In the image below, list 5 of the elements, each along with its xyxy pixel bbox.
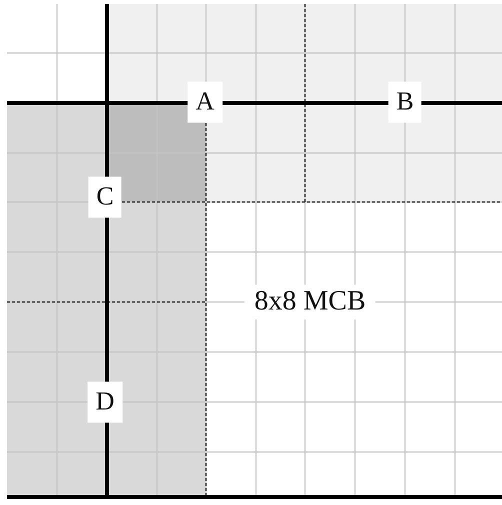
sample-label: A	[188, 82, 222, 122]
sample-label: D	[88, 382, 122, 422]
sample-label: B	[388, 82, 422, 122]
block-label: 8x8 MCB	[244, 284, 376, 320]
sample-label: C	[88, 176, 122, 218]
